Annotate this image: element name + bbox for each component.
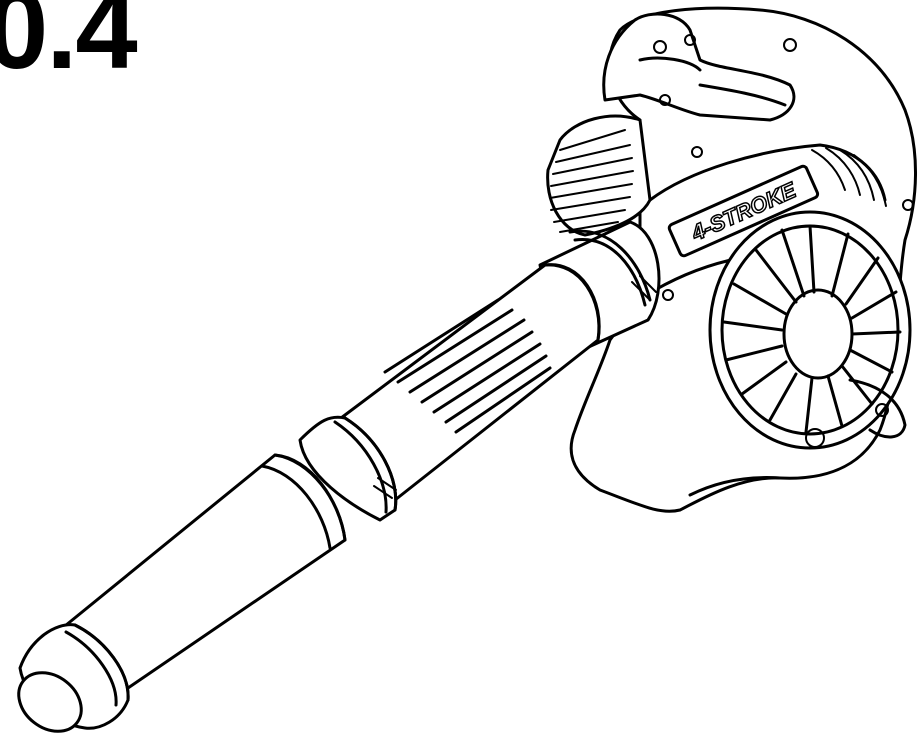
housing-screw-icon xyxy=(902,199,914,211)
engine-housing: 4-STROKE xyxy=(546,6,917,513)
middle-tube xyxy=(298,263,601,522)
housing-screw-icon xyxy=(691,146,703,158)
housing-screw-icon xyxy=(783,38,797,52)
housing-ribs xyxy=(811,147,887,207)
housing-screw-icon xyxy=(662,289,674,301)
section-number: 0.4 xyxy=(0,0,138,92)
handle-screw-icon xyxy=(653,40,667,54)
tube-grip-ribs xyxy=(383,298,552,434)
fan-intake-grille xyxy=(708,210,912,450)
housing-screw-icon xyxy=(659,94,671,106)
base-screw-icon xyxy=(805,428,825,448)
cooling-fins xyxy=(549,129,634,233)
handle-screw-icon xyxy=(684,34,696,46)
nozzle-tube xyxy=(17,453,347,733)
base-screw-icon xyxy=(875,403,889,417)
